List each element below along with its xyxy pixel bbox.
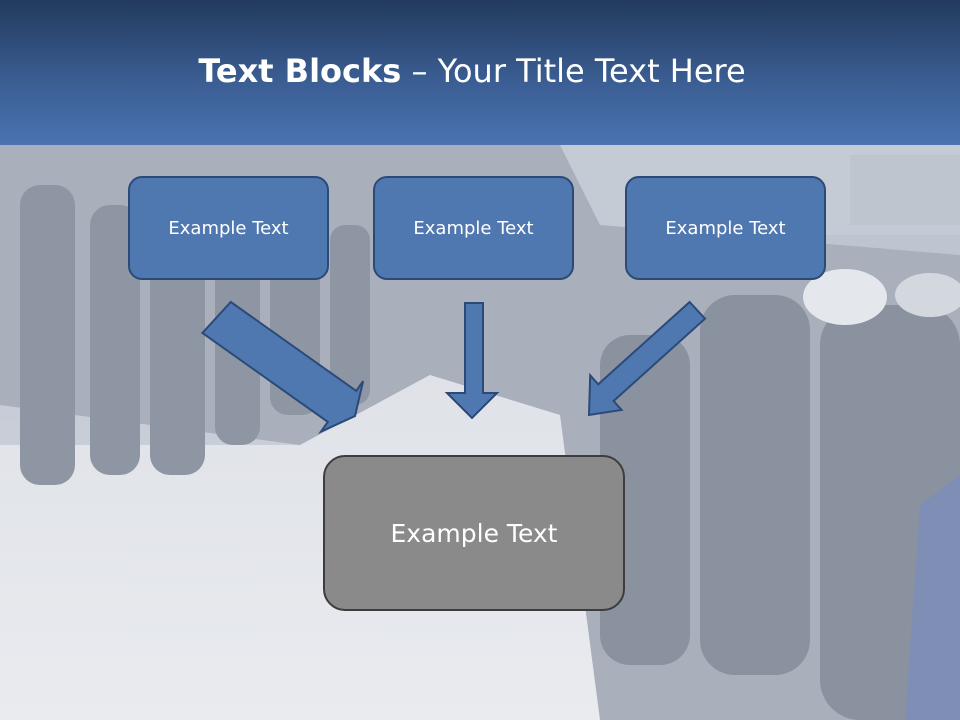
text-block-right[interactable]: Example Text [625,176,826,280]
right-arrow [587,300,707,417]
slide-title: Text Blocks – Your Title Text Here [0,52,944,90]
text-block-bottom-label: Example Text [390,518,558,548]
text-block-bottom[interactable]: Example Text [323,455,625,611]
slide-title-bold: Text Blocks [198,52,402,90]
title-bar [0,0,960,145]
slide-title-rest: – Your Title Text Here [401,52,746,90]
text-block-right-label: Example Text [665,217,786,239]
middle-arrow [444,302,500,420]
text-block-left[interactable]: Example Text [128,176,329,280]
text-block-middle-label: Example Text [413,217,534,239]
text-block-middle[interactable]: Example Text [373,176,574,280]
text-block-left-label: Example Text [168,217,289,239]
left-arrow [200,300,365,435]
